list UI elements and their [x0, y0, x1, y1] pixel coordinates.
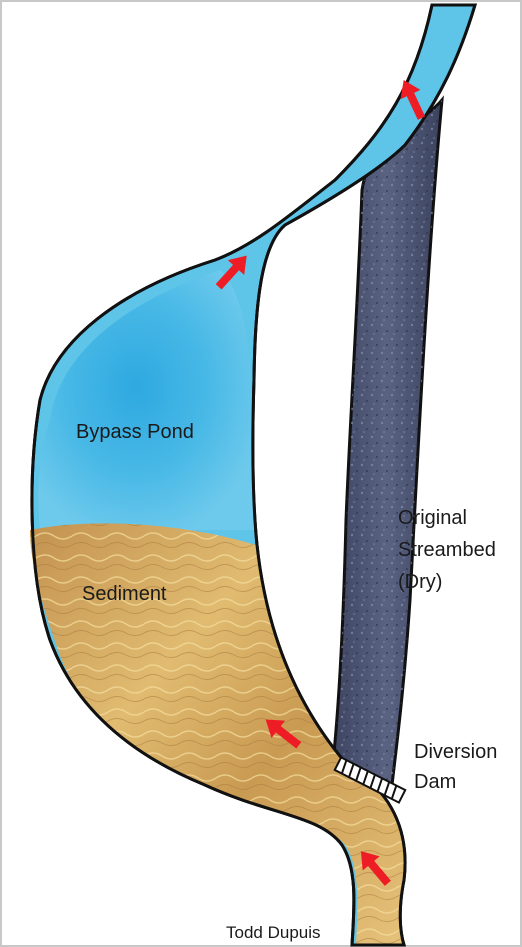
streambed-label-line2: Streambed: [398, 538, 496, 562]
streambed-label-line3: (Dry): [398, 570, 442, 594]
credit-label: Todd Dupuis: [226, 921, 321, 945]
bypass-pond-label: Bypass Pond: [76, 420, 194, 444]
dam-label-line2: Dam: [414, 770, 456, 794]
dam-label-line1: Diversion: [414, 740, 497, 764]
sediment-label: Sediment: [82, 582, 167, 606]
streambed-label-line1: Original: [398, 506, 467, 530]
